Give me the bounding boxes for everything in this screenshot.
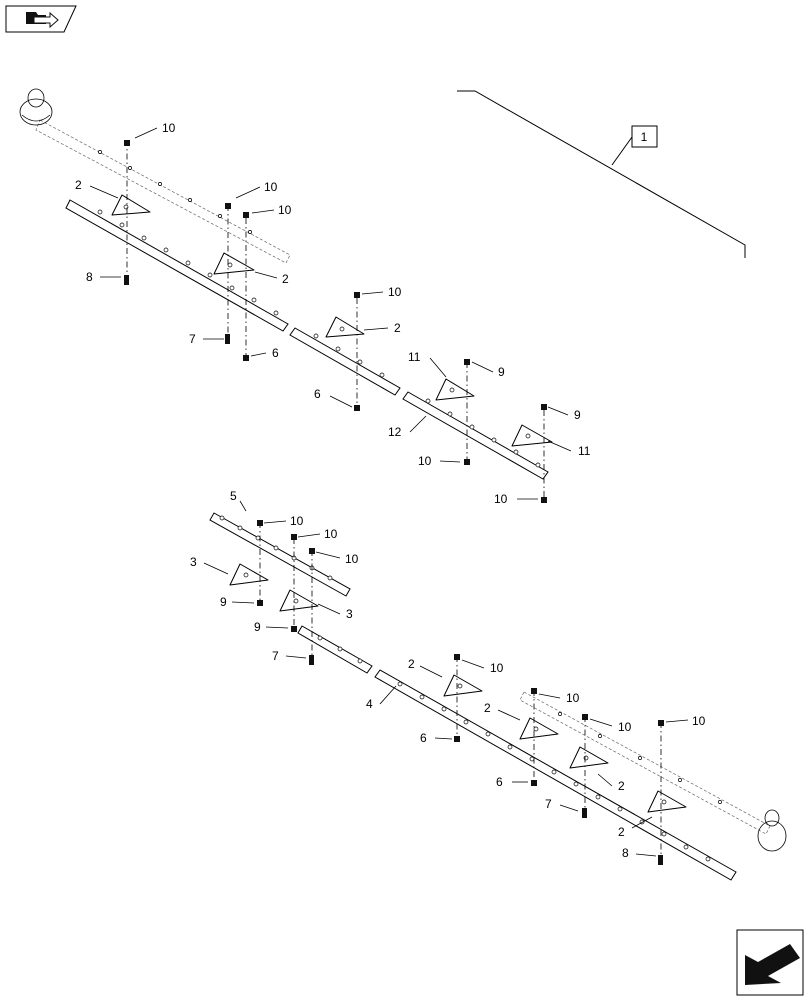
callout-5: 5 xyxy=(230,489,237,503)
callout-6: 6 xyxy=(272,346,279,360)
callout-2: 2 xyxy=(484,701,491,715)
lower-fasteners xyxy=(257,520,664,865)
callout-10: 10 xyxy=(418,454,432,468)
callout-11: 11 xyxy=(578,444,591,458)
callout-9: 9 xyxy=(498,365,505,379)
upper-fasteners xyxy=(124,140,547,503)
callout-7: 7 xyxy=(272,649,279,663)
callout-2: 2 xyxy=(618,825,625,839)
callout-3: 3 xyxy=(190,555,197,569)
callout-10: 10 xyxy=(618,720,632,734)
callout-3: 3 xyxy=(346,607,353,621)
callout-8: 8 xyxy=(86,270,93,284)
callout-10: 10 xyxy=(162,121,176,135)
callout-10: 10 xyxy=(290,514,304,528)
callout-6: 6 xyxy=(420,731,427,745)
upper-bar-holes xyxy=(97,209,541,468)
callout-10: 10 xyxy=(494,492,508,506)
callout-6: 6 xyxy=(496,775,503,789)
callout-12: 12 xyxy=(388,425,402,439)
callout-10: 10 xyxy=(388,285,402,299)
callout-7: 7 xyxy=(189,332,196,346)
callout-2: 2 xyxy=(75,178,82,192)
folder-arrow-icon[interactable] xyxy=(5,5,77,33)
callout-10: 10 xyxy=(490,661,504,675)
lower-knife-bar xyxy=(297,625,737,881)
guard-bar-5 xyxy=(209,512,351,597)
next-page-arrow-icon[interactable] xyxy=(736,929,804,996)
callout-11: 11 xyxy=(408,350,421,364)
callout-9: 9 xyxy=(220,595,227,609)
callout-6: 6 xyxy=(314,387,321,401)
callout-10: 10 xyxy=(278,203,292,217)
lower-knife-head-ghost xyxy=(519,691,787,852)
callout-9: 9 xyxy=(574,408,581,422)
upper-knife-sections xyxy=(111,194,553,447)
callout-10: 10 xyxy=(324,527,338,541)
callout-9: 9 xyxy=(254,620,261,634)
callout-2: 2 xyxy=(394,321,401,335)
callout-10: 10 xyxy=(264,180,278,194)
callout-8: 8 xyxy=(622,846,629,860)
callout-7: 7 xyxy=(545,797,552,811)
callout-2: 2 xyxy=(618,779,625,793)
lower-knife-sections xyxy=(229,563,687,813)
callout-2: 2 xyxy=(408,657,415,671)
callout-2: 2 xyxy=(282,272,289,286)
callout-1: 1 xyxy=(641,130,648,144)
callout-labels: 10 2 10 10 2 8 10 2 7 6 11 9 6 12 9 11 1… xyxy=(75,121,706,860)
upper-knife-head-ghost xyxy=(19,88,291,264)
leader-lines xyxy=(89,127,689,857)
callout-4: 4 xyxy=(366,697,373,711)
callout-10: 10 xyxy=(345,552,359,566)
callout-10: 10 xyxy=(692,714,706,728)
upper-knife-bar xyxy=(65,199,549,480)
assembly-leader: 1 xyxy=(457,90,746,258)
callout-10: 10 xyxy=(566,691,580,705)
